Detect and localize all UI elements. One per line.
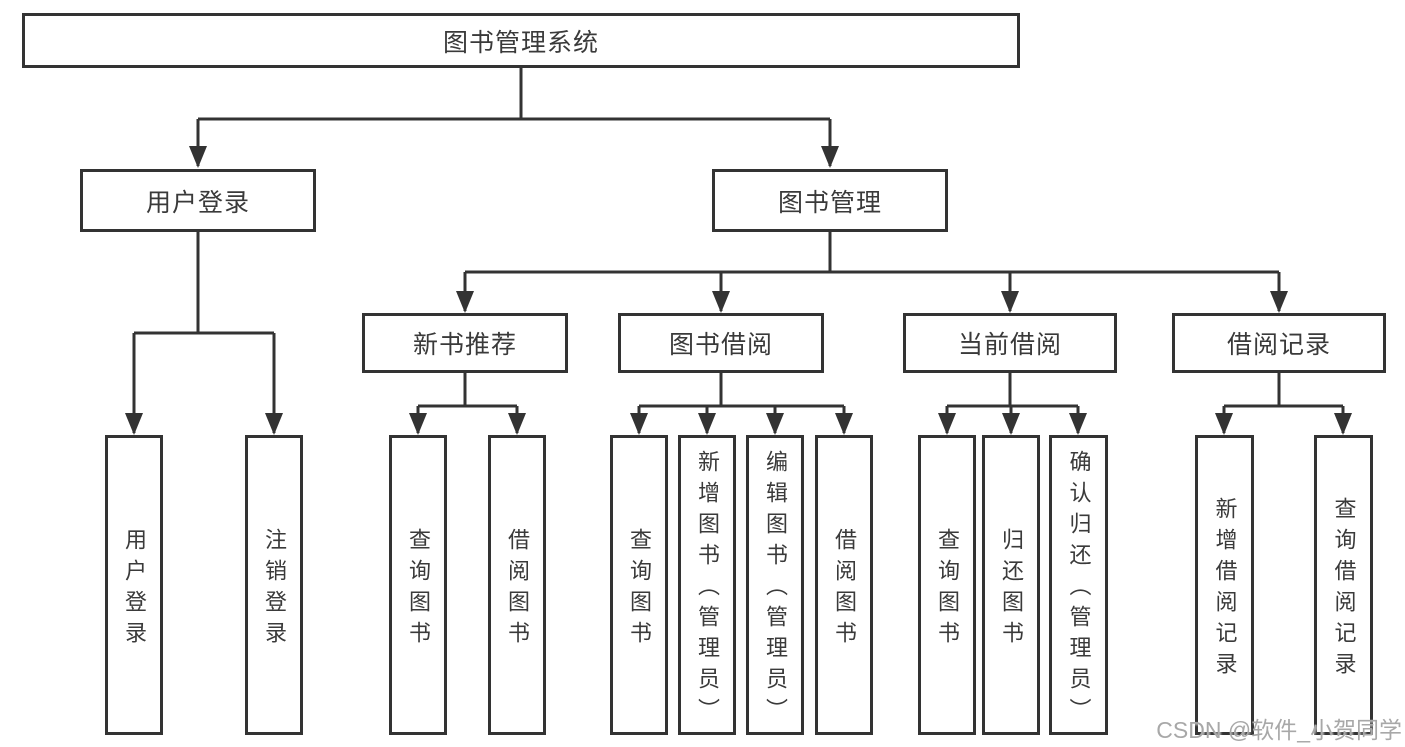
arrowheads-book-borrow-children bbox=[630, 413, 853, 435]
leaf-user-login: 用户登录 bbox=[105, 435, 163, 735]
arrowheads-current-borrow-children bbox=[938, 413, 1087, 435]
leaf-query-borrow-record: 查询借阅记录 bbox=[1314, 435, 1373, 735]
node-label: 查询图书 bbox=[406, 527, 431, 652]
node-label: 编辑图书（管理员） bbox=[763, 450, 788, 729]
node-label: 归还图书 bbox=[999, 527, 1024, 652]
node-label: 查询图书 bbox=[627, 527, 652, 652]
connector-book-borrow-children bbox=[637, 373, 846, 433]
leaf-borrow-books: 借阅图书 bbox=[815, 435, 873, 735]
connector-root-level2 bbox=[196, 68, 832, 166]
connector-new-book-children bbox=[416, 373, 519, 433]
arrowheads-borrow-record-children bbox=[1215, 413, 1352, 435]
node-label: 注销登录 bbox=[262, 527, 287, 652]
node-label: 用户登录 bbox=[145, 188, 250, 217]
leaf-add-borrow-record: 新增借阅记录 bbox=[1195, 435, 1254, 735]
arrowheads-book-mgmt-level3 bbox=[456, 291, 1288, 313]
node-label: 新增借阅记录 bbox=[1212, 496, 1238, 683]
leaf-return-books: 归还图书 bbox=[982, 435, 1040, 735]
connector-user-login-children bbox=[132, 232, 276, 433]
leaf-query-books-recommend: 查询图书 bbox=[389, 435, 447, 735]
leaf-confirm-return-admin: 确认归还（管理员） bbox=[1049, 435, 1108, 735]
node-label: 查询图书 bbox=[935, 527, 960, 652]
node-book-borrowing: 图书借阅 bbox=[618, 313, 824, 373]
leaf-borrow-books-recommend: 借阅图书 bbox=[488, 435, 546, 735]
node-label: 图书管理 bbox=[777, 188, 882, 217]
node-label: 新书推荐 bbox=[412, 331, 517, 359]
connector-book-mgmt-level3 bbox=[463, 232, 1281, 311]
leaf-query-books-current: 查询图书 bbox=[918, 435, 976, 735]
node-label: 借阅图书 bbox=[505, 527, 530, 652]
arrowheads-root-level2 bbox=[189, 146, 839, 168]
node-current-borrowing: 当前借阅 bbox=[903, 313, 1117, 373]
leaf-edit-books-admin: 编辑图书（管理员） bbox=[746, 435, 804, 735]
leaf-query-books-borrow: 查询图书 bbox=[610, 435, 668, 735]
node-label: 确认归还（管理员） bbox=[1066, 450, 1092, 729]
arrowheads-user-login-children bbox=[125, 413, 283, 435]
node-borrowing-records: 借阅记录 bbox=[1172, 313, 1386, 373]
node-user-login: 用户登录 bbox=[80, 169, 316, 232]
leaf-logout: 注销登录 bbox=[245, 435, 303, 735]
node-label: 用户登录 bbox=[122, 527, 147, 652]
connector-borrow-record-children bbox=[1222, 373, 1345, 433]
node-library-management-system: 图书管理系统 bbox=[22, 13, 1020, 68]
node-label: 借阅图书 bbox=[832, 527, 857, 652]
arrowheads-new-book-children bbox=[409, 413, 526, 435]
node-label: 借阅记录 bbox=[1226, 331, 1331, 359]
watermark: CSDN @软件_小贺同学 bbox=[1156, 717, 1402, 743]
node-book-management: 图书管理 bbox=[712, 169, 948, 232]
leaf-add-books-admin: 新增图书（管理员） bbox=[678, 435, 736, 735]
node-label: 图书借阅 bbox=[668, 331, 773, 359]
node-label: 新增图书（管理员） bbox=[695, 450, 720, 729]
node-label: 当前借阅 bbox=[957, 331, 1062, 359]
node-label: 图书管理系统 bbox=[442, 28, 599, 57]
node-new-book-recommendation: 新书推荐 bbox=[362, 313, 568, 373]
node-label: 查询借阅记录 bbox=[1331, 496, 1357, 683]
